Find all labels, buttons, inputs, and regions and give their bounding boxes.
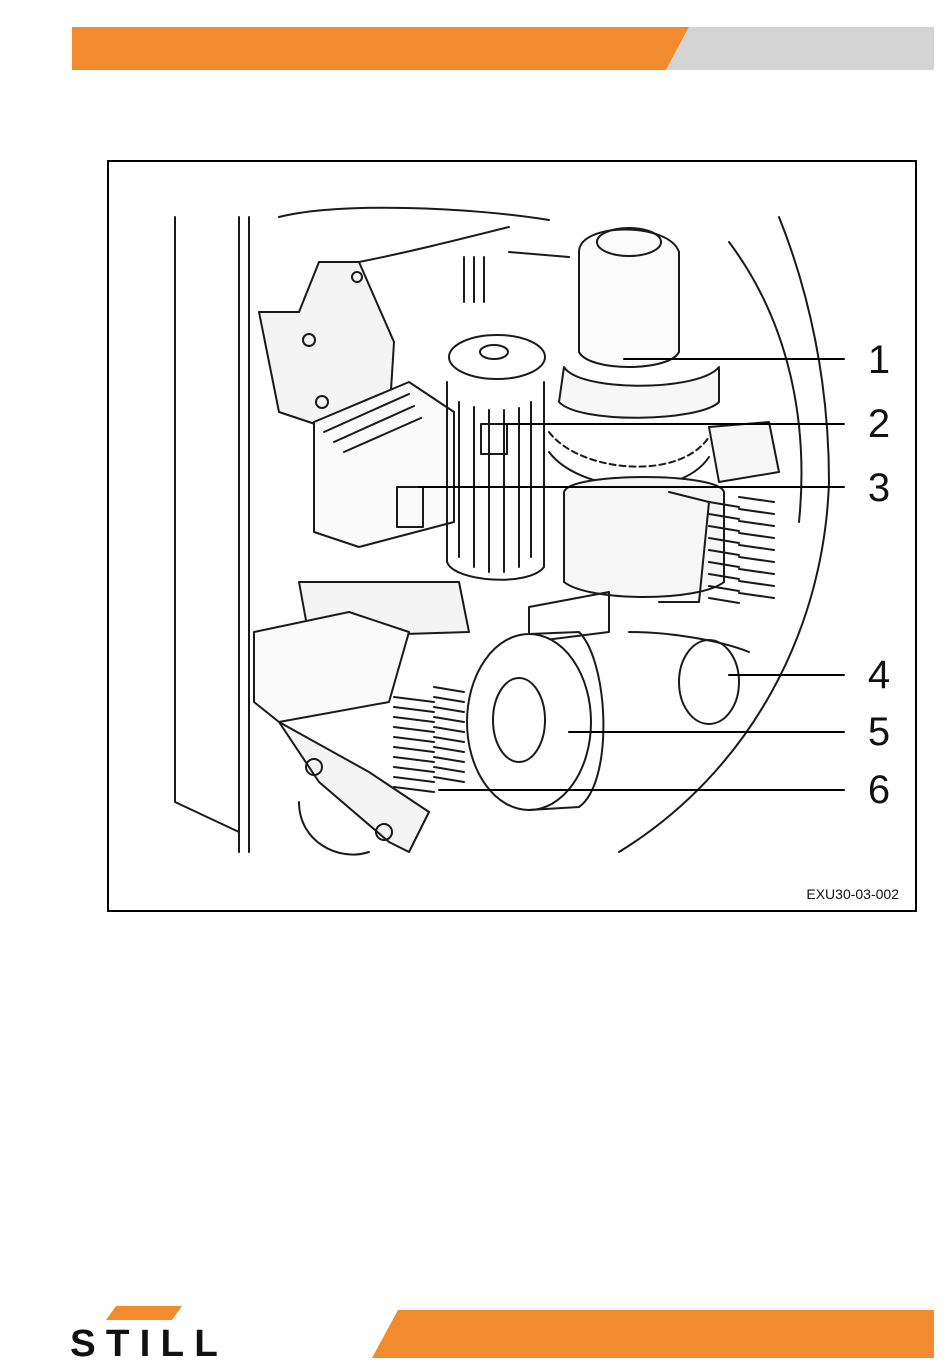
callout-3: 3 (859, 468, 899, 508)
svg-text:STILL: STILL (70, 1323, 228, 1360)
still-logo: STILL (68, 1306, 230, 1360)
header-orange-band (72, 27, 689, 70)
callout-5: 5 (859, 712, 899, 752)
figure-code: EXU30-03-002 (806, 886, 899, 902)
callout-1: 1 (859, 340, 899, 380)
footer-bar (372, 1310, 934, 1358)
drive-unit-illustration (109, 162, 915, 910)
spring-left (394, 687, 464, 792)
callout-4: 4 (859, 655, 899, 695)
callout-6: 6 (859, 770, 899, 810)
logo-orange-mark (106, 1306, 182, 1320)
figure-frame: 1 2 3 4 5 6 EXU30-03-002 (107, 160, 917, 912)
header-grey-band (666, 27, 934, 70)
footer-orange-band (372, 1310, 934, 1358)
callout-2: 2 (859, 404, 899, 444)
header-bar (72, 27, 934, 70)
